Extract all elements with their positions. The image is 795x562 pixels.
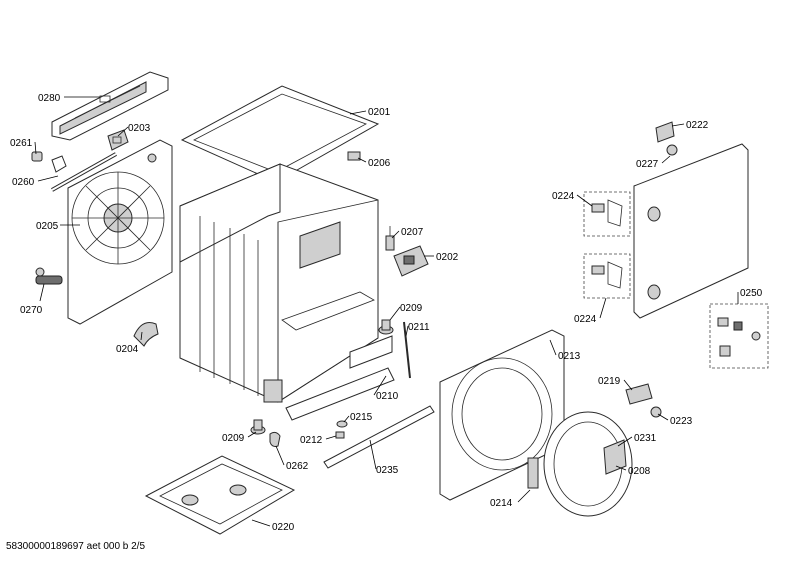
part-0210-kickplate [285, 335, 395, 421]
label-0213: 0213 [558, 351, 581, 362]
label-0270: 0270 [20, 305, 43, 316]
label-0260: 0260 [12, 177, 35, 188]
part-0261-clip [31, 151, 67, 173]
part-0235-bar [323, 405, 435, 469]
label-0220: 0220 [272, 522, 295, 533]
part-0207-sensor [385, 226, 395, 251]
label-0262: 0262 [286, 461, 309, 472]
label-0280: 0280 [38, 93, 61, 104]
part-0209-foot-top [378, 319, 394, 335]
label-0223: 0223 [670, 416, 693, 427]
label-0207: 0207 [401, 227, 424, 238]
part-0227-knob [666, 144, 678, 156]
part-0202-lock [393, 245, 429, 277]
part-0206-connector [347, 151, 361, 161]
part-0280-bracket [51, 71, 169, 141]
label-0212: 0212 [300, 435, 323, 446]
label-0205: 0205 [36, 221, 59, 232]
part-0201-top-cover [180, 85, 380, 183]
part-0220-base-plate [144, 455, 296, 535]
part-0209-foot-bottom [250, 419, 266, 435]
part-0223-screw [650, 406, 662, 418]
label-0204: 0204 [116, 344, 139, 355]
label-0224-lower: 0224 [574, 314, 597, 325]
part-0208-door-ring [543, 411, 633, 517]
part-0214-hinge [527, 457, 539, 489]
part-0262-clip [269, 431, 281, 447]
leader-lines [34, 96, 739, 527]
label-0224-upper: 0224 [552, 191, 575, 202]
label-0222: 0222 [686, 120, 709, 131]
part-0222-knob-holder [655, 121, 675, 143]
part-0224-upper-box [583, 191, 631, 237]
part-0215-screw [336, 420, 348, 428]
part-0260-rod [51, 152, 117, 192]
label-0227: 0227 [636, 159, 659, 170]
label-0210: 0210 [376, 391, 399, 402]
part-0212-clip [335, 431, 345, 439]
label-0250: 0250 [740, 288, 763, 299]
part-0224-lower-box [583, 253, 631, 299]
label-0231: 0231 [634, 433, 657, 444]
label-0211: 0211 [408, 322, 430, 333]
label-0208: 0208 [628, 466, 651, 477]
label-0201: 0201 [368, 107, 391, 118]
document-reference: 58300000189697 aet 000 b 2/5 [6, 541, 146, 552]
part-0250-group [709, 303, 769, 369]
part-0205-rear-panel [67, 139, 173, 325]
label-0206: 0206 [368, 158, 391, 169]
part-front-panel [633, 143, 749, 319]
label-0203: 0203 [128, 123, 151, 134]
label-0209-top: 0209 [400, 303, 423, 314]
part-0270-spring [35, 267, 63, 285]
part-0211-rod [403, 321, 411, 379]
label-0214: 0214 [490, 498, 513, 509]
label-0235: 0235 [376, 465, 399, 476]
label-0261: 0261 [10, 138, 33, 149]
label-0219: 0219 [598, 376, 621, 387]
label-0209-bottom: 0209 [222, 433, 245, 444]
cabinet-side-ribs [199, 216, 259, 396]
part-0203-block [107, 129, 129, 151]
label-0202: 0202 [436, 252, 459, 263]
part-labels: 0280 0261 0203 0260 0205 0270 0204 0201 … [10, 93, 763, 533]
label-0215: 0215 [350, 412, 373, 423]
part-0204-clamp [133, 322, 159, 347]
part-cabinet [179, 163, 379, 403]
part-0219-handle [625, 383, 653, 405]
